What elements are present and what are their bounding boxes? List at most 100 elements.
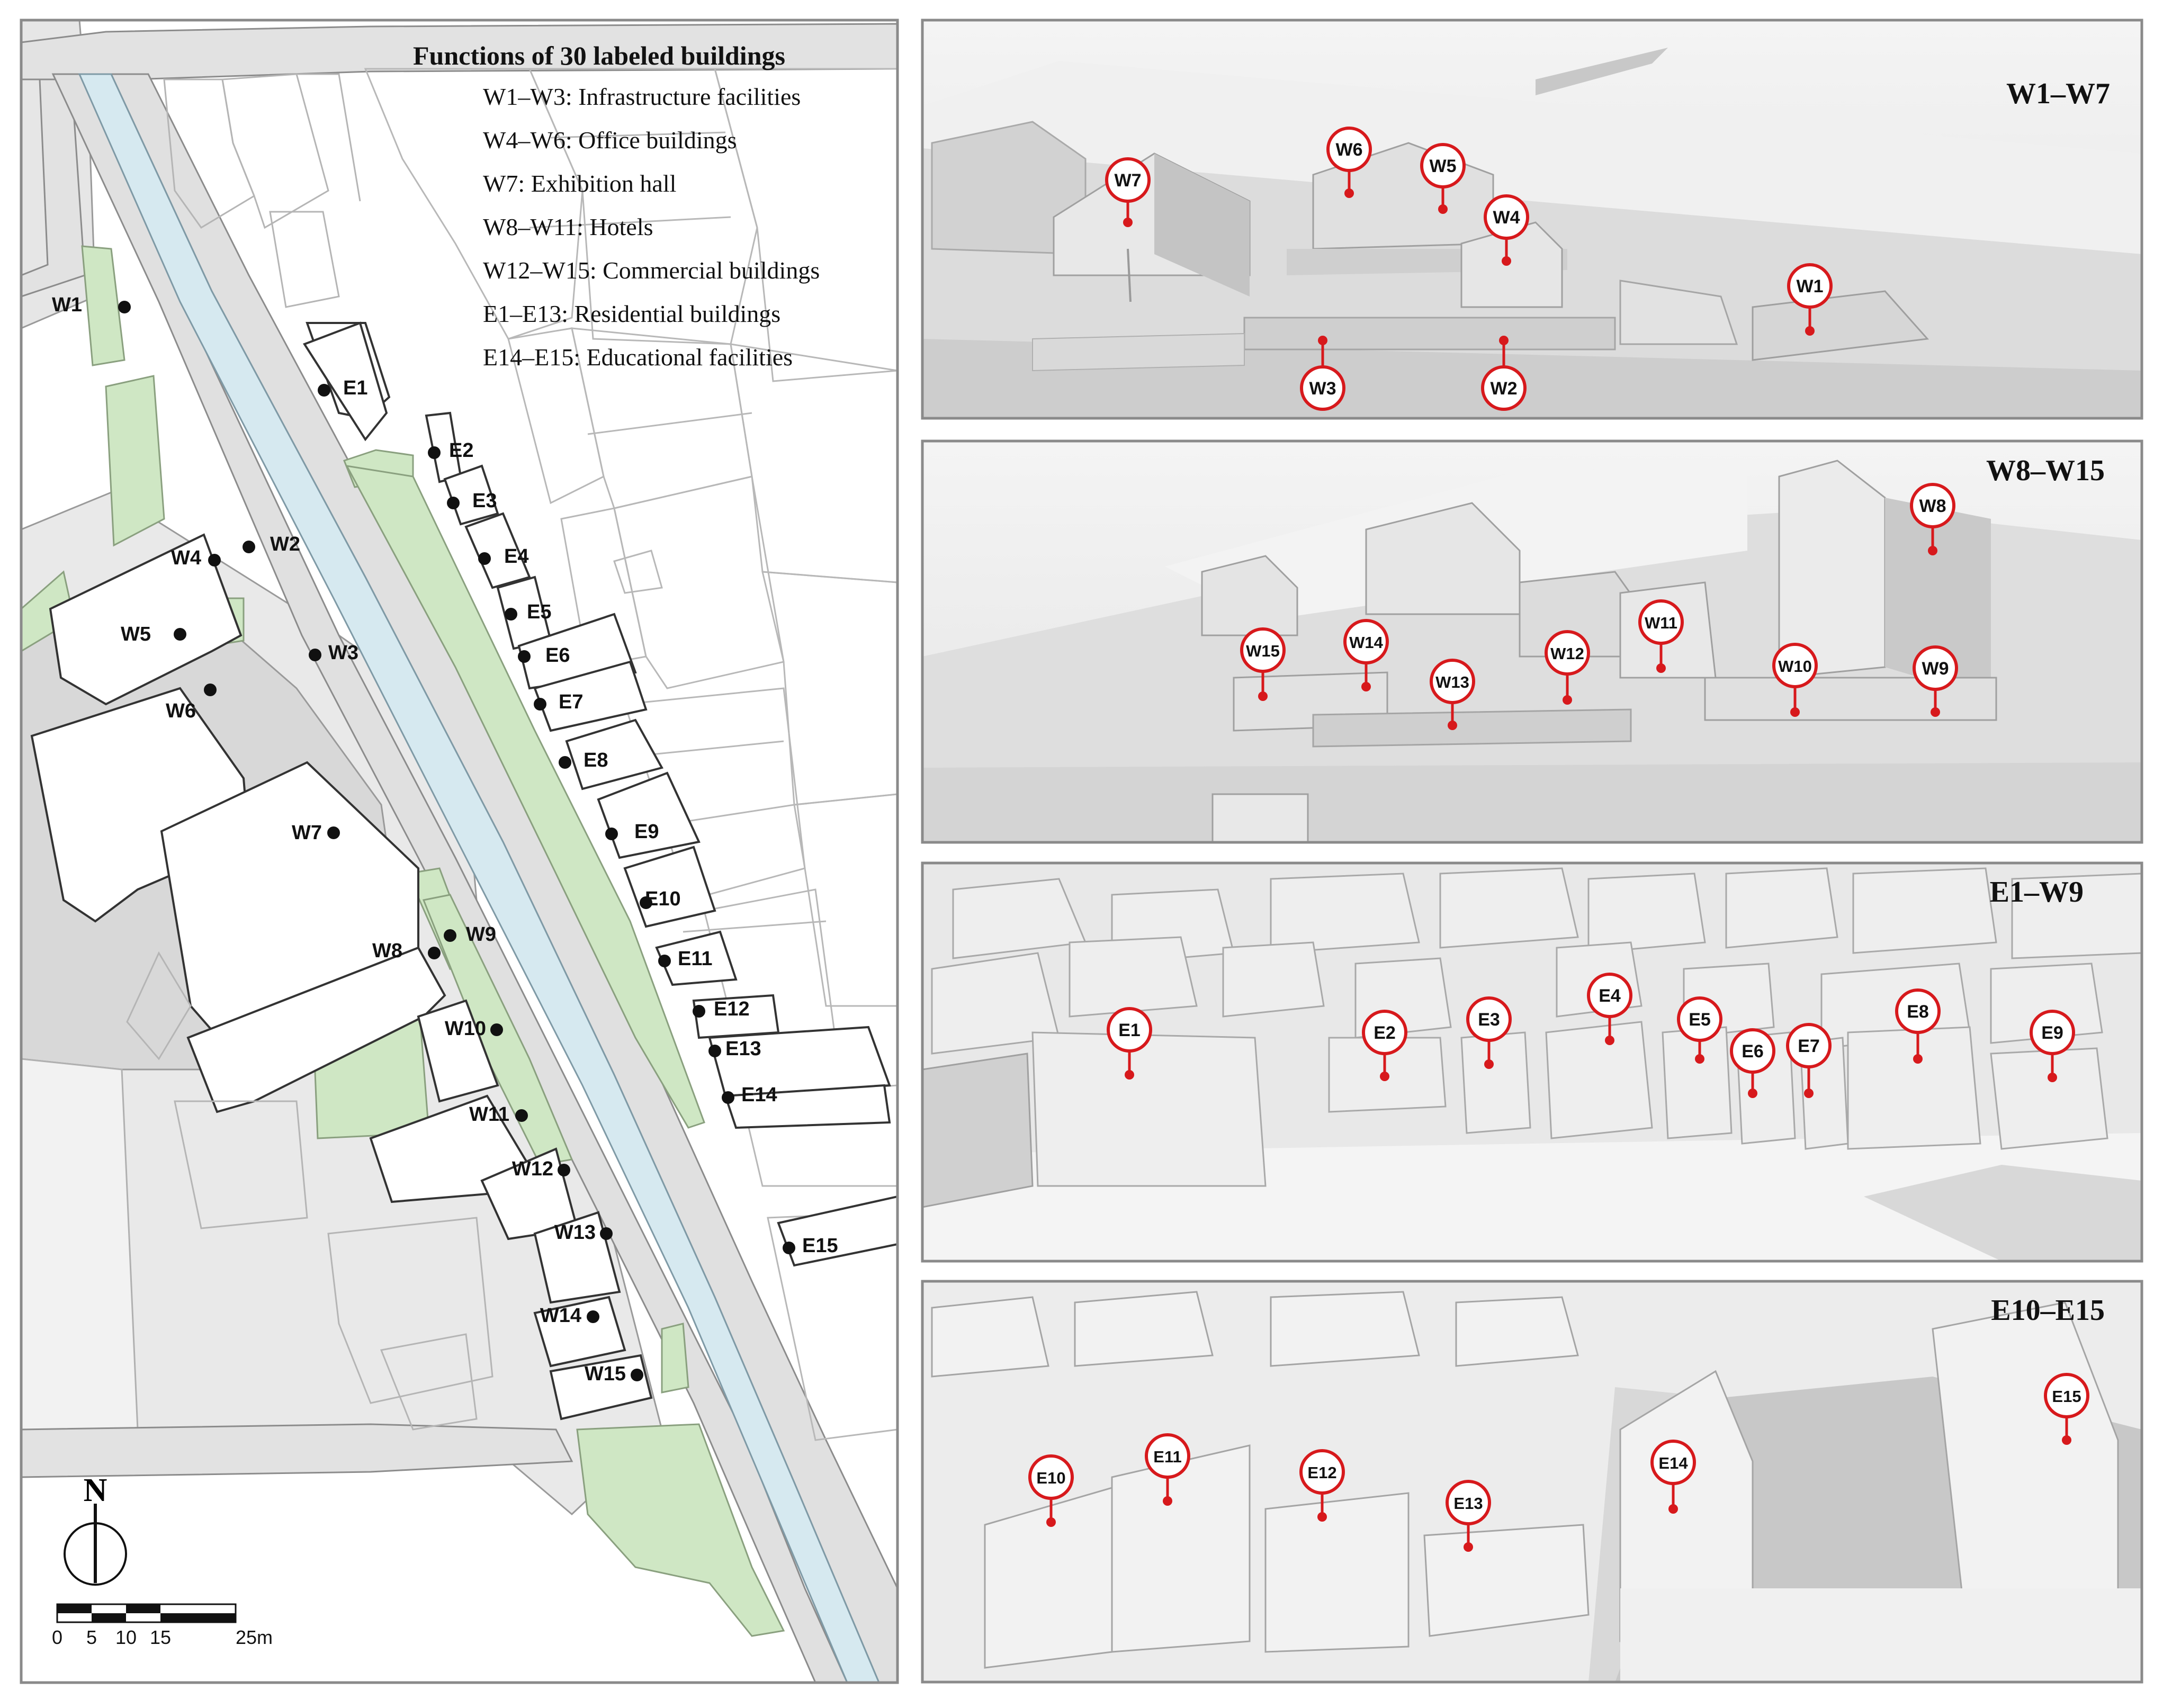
location-dot: [428, 446, 441, 459]
east-houses: [302, 321, 897, 1267]
pin-dot: [1913, 1054, 1923, 1064]
location-dot: [722, 1091, 734, 1104]
canal: [78, 73, 880, 1683]
building-label: W7: [292, 822, 322, 844]
location-dot: [318, 384, 330, 397]
legend-item: W4–W6: Office buildings: [483, 127, 737, 154]
map-pin-w13: W13: [1430, 659, 1475, 730]
render-panel-w1-w7: [922, 20, 2142, 418]
map-pin-icon: [1028, 1454, 1074, 1500]
pin-dot: [1317, 1512, 1327, 1522]
building-label: E3: [472, 490, 497, 512]
render-frame-w8-w15: [921, 439, 2143, 844]
building-label: E13: [725, 1038, 761, 1060]
map-pin-icon: [1587, 973, 1632, 1018]
legend-item: W8–W11: Hotels: [483, 213, 653, 240]
map-pin-e13: E13: [1446, 1480, 1491, 1552]
map-pin-icon: [1481, 365, 1527, 411]
map-pin-icon: [1145, 1433, 1190, 1479]
map-pin-e4: E4: [1587, 973, 1632, 1045]
pin-dot: [1790, 707, 1800, 717]
pin-label: E6: [1742, 1041, 1764, 1062]
map-pin-icon: [1910, 483, 1955, 528]
pin-label: E2: [1374, 1023, 1396, 1043]
pin-dot: [1123, 218, 1133, 227]
location-dot: [478, 552, 491, 565]
pin-label: E3: [1478, 1010, 1500, 1030]
map-pin-icon: [1638, 599, 1684, 645]
building-label: W11: [469, 1103, 509, 1126]
map-pin-icon: [1430, 659, 1475, 704]
pin-label: E1: [1118, 1020, 1141, 1040]
pin-label: W1: [1797, 276, 1824, 296]
pin-dot: [1318, 336, 1327, 345]
render-frame-w1-w7: [921, 19, 2143, 420]
map-pin-icon: [1343, 619, 1389, 664]
pin-dot: [1258, 691, 1268, 701]
west-outlines: [126, 73, 493, 1431]
map-pin-icon: [1107, 1007, 1152, 1053]
pin-label: E10: [1036, 1469, 1065, 1487]
location-dot: [600, 1227, 613, 1240]
map-pin-e5: E5: [1677, 996, 1722, 1064]
location-dot: [208, 554, 221, 567]
pin-dot: [1484, 1059, 1494, 1069]
building-label: E8: [584, 749, 608, 771]
pin-dot: [1125, 1070, 1134, 1080]
building-label: E4: [504, 545, 528, 568]
map-pin-e10: E10: [1028, 1454, 1074, 1527]
location-dot: [518, 650, 531, 663]
site-map: W1W2W3W4W5W6W7W8W9W10W11W12W13W14W15E1E2…: [21, 20, 897, 1683]
building-label: W6: [166, 700, 196, 722]
pin-label: W4: [1493, 208, 1520, 228]
location-dot: [558, 1164, 570, 1176]
pin-dot: [2048, 1073, 2057, 1082]
map-pin-w12: W12: [1545, 630, 1590, 705]
panel-title-e1-w9: E1–W9: [1990, 876, 2084, 909]
building-label: E11: [678, 948, 713, 970]
pin-label: E15: [2052, 1387, 2081, 1406]
render-frame-e1-w9: [921, 861, 2143, 1263]
pin-label: E14: [1658, 1454, 1688, 1472]
map-pin-e2: E2: [1362, 1010, 1407, 1081]
legend-item: E14–E15: Educational facilities: [483, 344, 793, 371]
render-panel-e1-w9: [922, 863, 2142, 1261]
building-label: E7: [559, 691, 583, 713]
map-pin-icon: [1105, 157, 1151, 203]
map-pin-icon: [1786, 1023, 1832, 1068]
map-pin-icon: [1545, 630, 1590, 676]
legend-item: W12–W15: Commercial buildings: [483, 257, 820, 284]
pin-label: W7: [1115, 170, 1142, 191]
north-label: N: [84, 1472, 107, 1508]
building-locations: [118, 301, 795, 1381]
map-pin-w7: W7: [1105, 157, 1151, 227]
pin-dot: [1464, 1542, 1473, 1552]
north-arrow: N: [64, 1472, 127, 1586]
map-pin-icon: [1240, 627, 1286, 673]
pin-dot: [1046, 1517, 1056, 1527]
location-dot: [444, 929, 456, 942]
scale-tick-label: 15: [150, 1626, 171, 1648]
location-dot: [658, 955, 671, 967]
pin-dot: [1928, 546, 1937, 555]
location-dot: [559, 756, 571, 769]
pin-label: W11: [1645, 614, 1677, 632]
pin-dot: [1499, 336, 1509, 345]
panel-title-w8-w15: W8–W15: [1986, 454, 2105, 487]
map-pin-w4: W4: [1484, 194, 1529, 266]
pin-dot: [2062, 1435, 2071, 1445]
pin-label: W5: [1430, 156, 1457, 176]
map-frame: [20, 19, 899, 1684]
map-pin-e11: E11: [1145, 1433, 1190, 1506]
map-pin-w9: W9: [1913, 645, 1958, 717]
pin-dot: [1804, 1089, 1814, 1098]
pin-label: E11: [1153, 1448, 1181, 1466]
pin-dot: [1380, 1072, 1389, 1081]
map-pin-icon: [1650, 1440, 1696, 1485]
location-dot: [640, 896, 652, 909]
pin-label: E4: [1599, 986, 1621, 1006]
